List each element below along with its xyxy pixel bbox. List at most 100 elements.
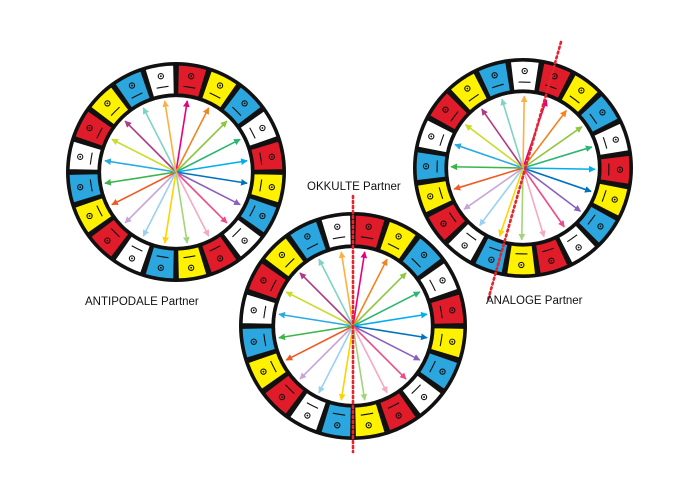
day-sign-tile	[177, 64, 208, 99]
partner-arrow	[278, 311, 354, 327]
day-sign-tile	[222, 218, 263, 259]
partner-arrow	[338, 325, 354, 401]
partner-arrow	[175, 171, 190, 244]
maya-glyph-icon	[411, 384, 428, 401]
day-sign-tile	[579, 94, 619, 134]
day-sign-tile	[560, 73, 600, 114]
partner-arrow	[520, 95, 528, 169]
day-sign-tile	[89, 218, 130, 259]
maya-glyph-icon	[387, 233, 402, 250]
day-sign-tile	[428, 91, 469, 131]
partner-arrow	[352, 325, 407, 380]
day-sign-tile	[418, 261, 459, 301]
day-sign-tile	[354, 214, 386, 250]
maya-glyph-icon	[332, 412, 346, 429]
maya-glyph-icon	[232, 100, 248, 116]
partner-arrow	[522, 145, 593, 169]
maya-glyph-icon	[461, 232, 477, 249]
maya-glyph-icon	[422, 160, 438, 173]
maya-glyph-icon	[249, 205, 266, 220]
day-sign-tile	[577, 205, 618, 245]
day-sign-tile	[222, 85, 263, 126]
partner-arrow	[175, 171, 228, 224]
partner-arrow	[142, 107, 177, 173]
maya-glyph-icon	[542, 247, 555, 264]
day-sign-tile	[114, 70, 152, 109]
antipodal-partner-wheel	[66, 62, 286, 282]
maya-glyph-icon	[156, 255, 169, 271]
partner-arrow	[299, 325, 354, 380]
occult-partner-label: OKKULTE Partner	[307, 181, 401, 193]
maya-glyph-icon	[429, 277, 446, 292]
maya-glyph-icon	[360, 412, 374, 429]
day-sign-tile	[378, 220, 418, 261]
partner-arrow	[299, 272, 354, 327]
partner-arrow	[175, 158, 248, 173]
partner-arrow	[454, 143, 524, 169]
partner-arrow	[352, 291, 421, 327]
partner-arrow	[278, 325, 354, 341]
day-sign-tile	[247, 351, 288, 391]
day-sign-tile	[354, 402, 386, 438]
maya-glyph-icon	[411, 251, 428, 268]
partner-arrow	[175, 171, 210, 237]
maya-glyph-icon	[86, 205, 103, 220]
maya-glyph-icon	[260, 277, 277, 292]
partner-arrow	[522, 109, 567, 169]
day-sign-tile	[477, 61, 512, 98]
day-sign-tile	[599, 154, 631, 186]
partner-arrow	[498, 167, 524, 237]
partner-arrow	[481, 108, 524, 169]
partner-arrow	[522, 167, 546, 238]
day-sign-tile	[68, 173, 103, 204]
day-sign-tile	[247, 261, 288, 301]
partner-arrow	[453, 167, 524, 191]
occult-partner-wheel	[239, 194, 467, 454]
day-sign-tile	[429, 327, 465, 359]
day-sign-tile	[239, 110, 278, 148]
partner-arrow	[175, 171, 241, 206]
analog-partner-label: ANALOGE Partner	[486, 295, 583, 307]
maya-glyph-icon	[156, 73, 169, 89]
maya-glyph-icon	[464, 85, 480, 102]
day-sign-tile	[401, 374, 443, 416]
maya-glyph-icon	[86, 124, 103, 139]
maya-glyph-icon	[332, 223, 346, 240]
maya-glyph-icon	[77, 179, 93, 192]
day-sign-tile	[417, 118, 455, 154]
partner-arrow	[352, 325, 388, 394]
partner-arrow	[522, 167, 592, 193]
maya-glyph-icon	[209, 82, 224, 99]
day-sign-tile	[144, 64, 175, 99]
maya-glyph-icon	[360, 223, 374, 240]
partner-arrow	[162, 171, 177, 244]
day-sign-tile	[288, 220, 328, 261]
analog-partner-wheel	[413, 40, 633, 302]
day-sign-tile	[429, 293, 465, 325]
partner-arrow	[162, 100, 177, 173]
partner-arrow	[479, 167, 524, 227]
day-sign-tile	[263, 236, 305, 278]
maya-glyph-icon	[183, 255, 196, 271]
day-sign-tile	[534, 238, 569, 275]
partner-arrow	[352, 311, 428, 327]
day-sign-tile	[446, 222, 486, 263]
maya-glyph-icon	[278, 384, 295, 401]
maya-glyph-icon	[569, 87, 585, 104]
partner-arrow	[500, 98, 524, 169]
maya-glyph-icon	[442, 106, 459, 122]
day-sign-tile	[401, 236, 443, 278]
partner-arrow	[142, 171, 177, 237]
day-sign-tile	[509, 60, 541, 92]
day-sign-tile	[418, 351, 459, 391]
antipodal-partner-label: ANTIPODALE Partner	[85, 296, 199, 308]
partner-arrow	[464, 124, 524, 169]
maya-glyph-icon	[602, 136, 619, 149]
partner-arrow	[352, 325, 428, 341]
partner-arrow	[352, 272, 407, 327]
maya-glyph-icon	[566, 234, 582, 251]
day-sign-tile	[505, 244, 537, 276]
maya-glyph-icon	[128, 82, 143, 99]
day-sign-tile	[177, 245, 208, 280]
dotted-axis-line	[486, 40, 563, 302]
